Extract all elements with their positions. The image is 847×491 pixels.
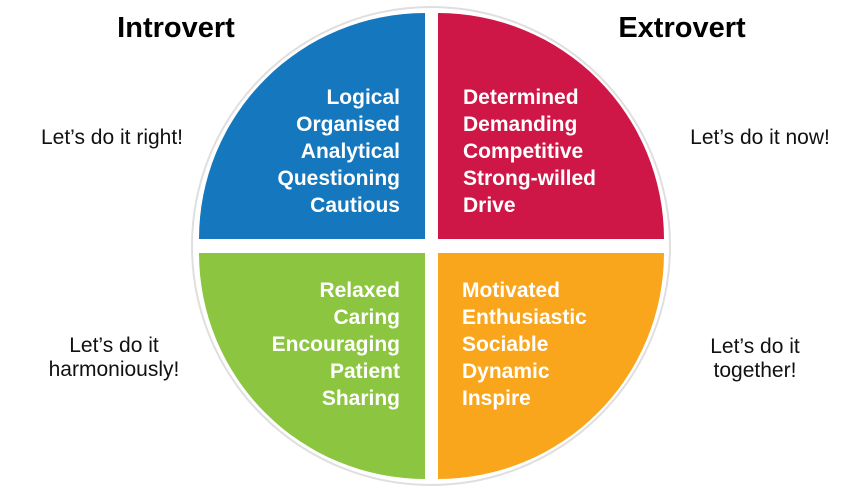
trait-label: Drive: [463, 194, 516, 217]
trait-label: Questioning: [277, 167, 401, 190]
blue-quadrant-motto: Let’s do it right!: [40, 126, 184, 149]
red-quadrant-trait-list: Determined Demanding Competitive Strong-…: [463, 84, 596, 219]
trait-label: Caring: [333, 306, 400, 329]
trait-label: Encouraging: [271, 333, 400, 356]
introvert-heading: Introvert: [117, 12, 235, 44]
trait-label: Logical: [326, 86, 400, 109]
red-quadrant-motto: Let’s do it now!: [690, 126, 830, 149]
trait-label: Sharing: [321, 387, 400, 410]
trait-label: Competitive: [463, 140, 584, 163]
trait-label: Sociable: [462, 333, 549, 356]
trait-label: Patient: [329, 360, 400, 383]
trait-label: Analytical: [300, 140, 400, 163]
trait-label: Strong-willed: [463, 167, 596, 190]
trait-label: Enthusiastic: [462, 306, 587, 329]
trait-label: Motivated: [462, 279, 561, 302]
yellow-quadrant-motto: Let’s do it together!: [710, 335, 800, 382]
trait-label: Determined: [463, 86, 579, 109]
trait-label: Dynamic: [462, 360, 550, 383]
trait-label: Relaxed: [319, 279, 400, 302]
trait-label: Cautious: [310, 194, 400, 217]
extrovert-heading: Extrovert: [618, 12, 746, 44]
yellow-quadrant-trait-list: Motivated Enthusiastic Sociable Dynamic …: [462, 277, 587, 412]
trait-label: Organised: [296, 113, 400, 136]
wheel-outline-ring: [191, 6, 671, 486]
green-quadrant-motto: Let’s do it harmoniously!: [48, 334, 180, 381]
green-quadrant-trait-list: Relaxed Caring Encouraging Patient Shari…: [272, 277, 400, 412]
trait-label: Demanding: [463, 113, 578, 136]
trait-label: Inspire: [462, 387, 531, 410]
blue-quadrant-trait-list: Logical Organised Analytical Questioning…: [278, 84, 401, 219]
